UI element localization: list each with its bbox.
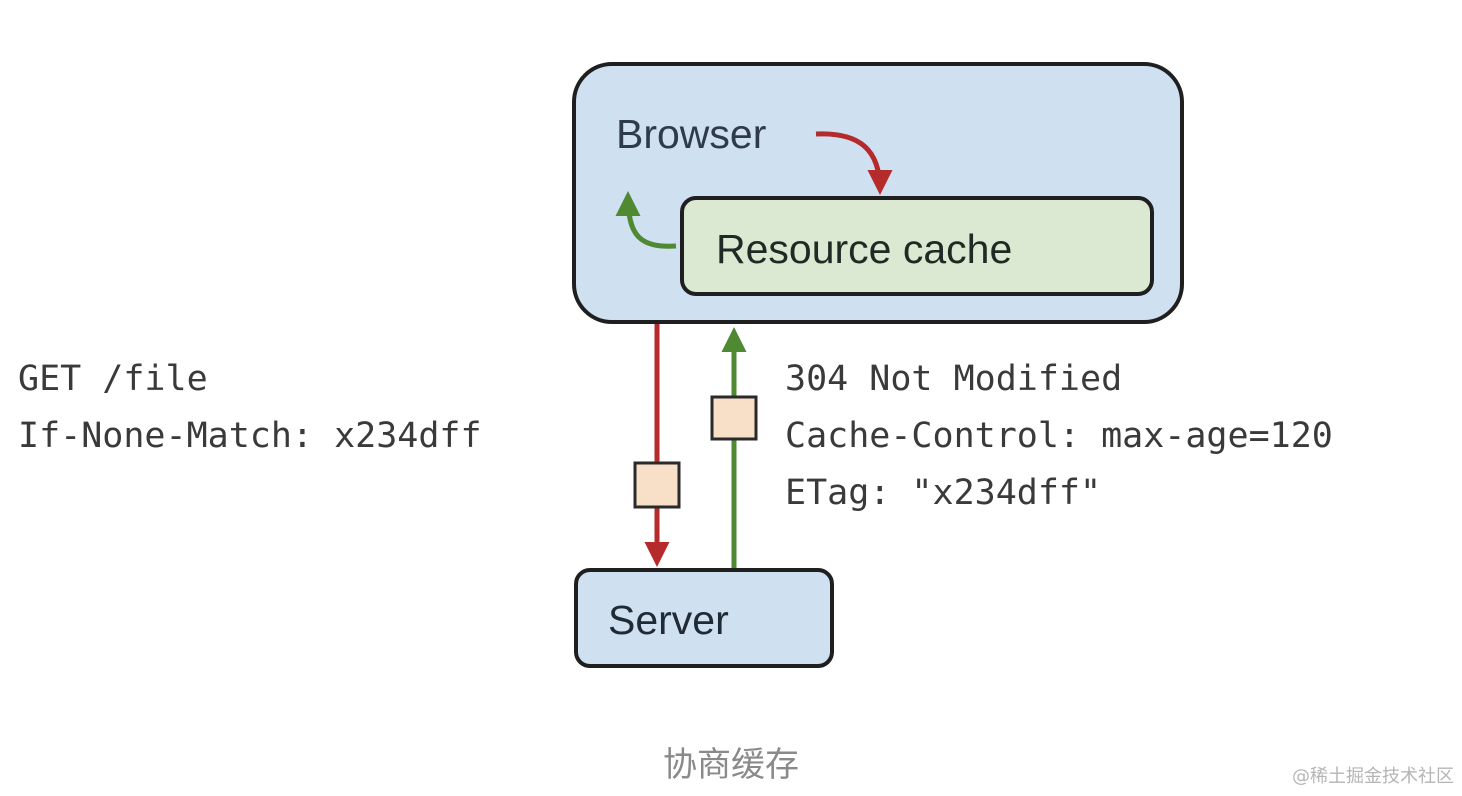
figure-caption: 协商缓存 (663, 745, 799, 785)
request-line: If-None-Match: x234dff (18, 416, 482, 456)
response-line: Cache-Control: max-age=120 (785, 416, 1333, 456)
server-label: Server (608, 597, 729, 643)
browser-to-cache-arrow-icon (815, 131, 893, 195)
response-line: ETag: "x234dff" (785, 473, 1102, 513)
response-packet-icon (710, 395, 758, 441)
cache-to-browser-arrow-icon (615, 191, 677, 249)
request-line: GET /file (18, 359, 208, 399)
resource-cache-label: Resource cache (716, 226, 1013, 272)
browser-label: Browser (616, 111, 767, 157)
watermark: @稀土掘金技术社区 (1292, 766, 1454, 787)
resource-cache-box (680, 196, 1154, 296)
request-packet-icon (633, 461, 681, 509)
response-line: 304 Not Modified (785, 359, 1123, 399)
server-box (574, 568, 834, 668)
